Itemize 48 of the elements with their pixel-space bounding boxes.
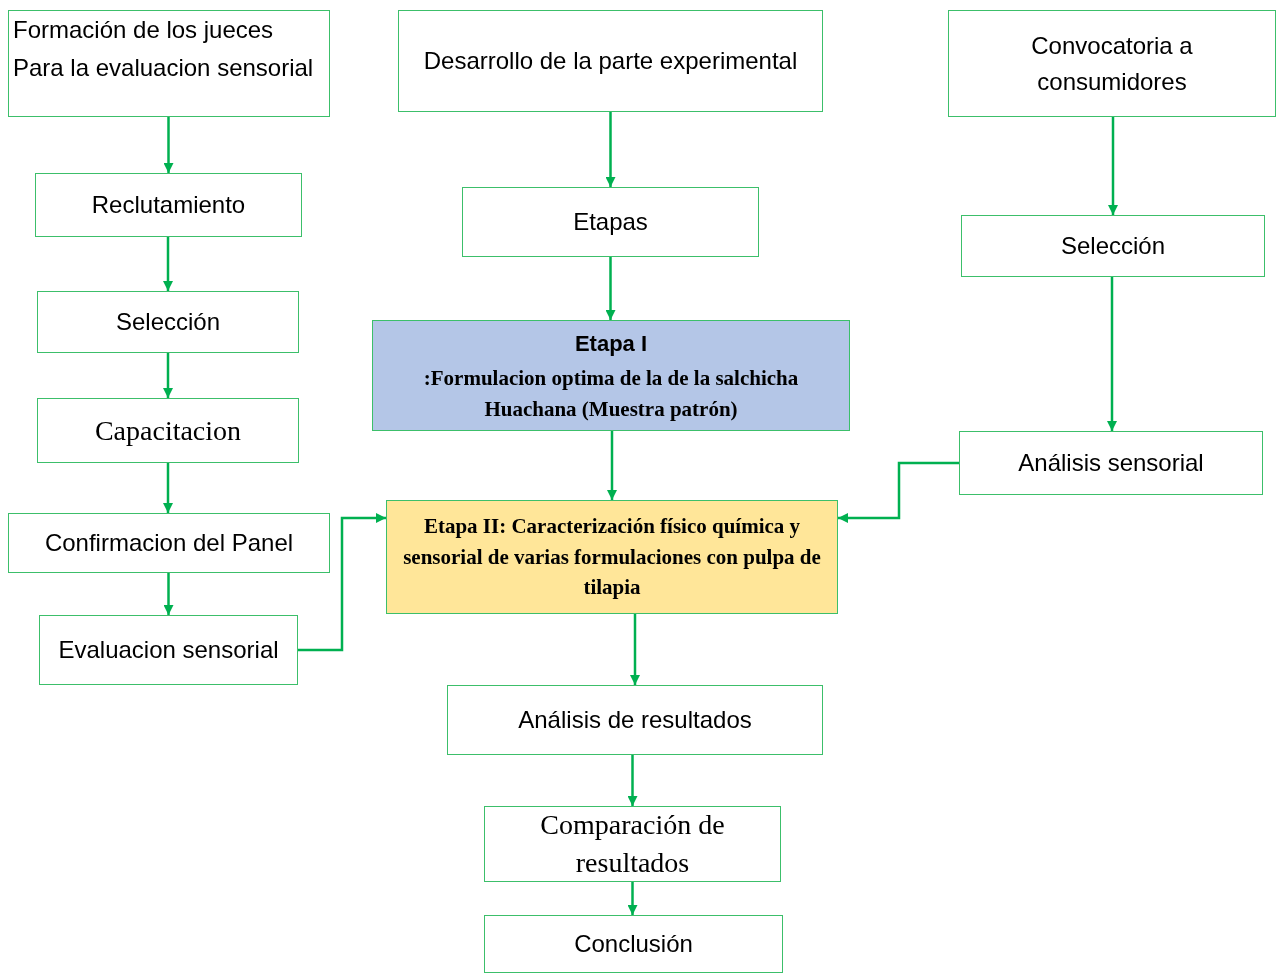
box-text: :Formulacion optima de la de la salchicha Huachana (Muestra patrón) <box>422 365 800 423</box>
arrow <box>605 257 616 320</box>
box-text: Desarrollo de la parte experimental <box>423 46 798 76</box>
arrow <box>627 882 638 915</box>
process-box <box>398 10 823 112</box>
box-text: Etapa II: Caracterización físico química y sensorial de varias formulaciones con pulpa de tilapia <box>402 513 822 602</box>
arrow <box>607 431 617 500</box>
process-box <box>37 291 299 353</box>
process-box <box>948 10 1276 117</box>
process-box <box>447 685 823 755</box>
arrow <box>298 513 386 652</box>
box-text: Reclutamiento <box>91 190 246 220</box>
box-text: Evaluacion sensorial <box>58 635 279 665</box>
box-text: Conclusión <box>574 929 693 959</box>
arrow <box>1107 277 1117 431</box>
process-box <box>37 398 299 463</box>
arrow <box>163 353 173 398</box>
process-box <box>8 513 330 573</box>
box-text: Confirmacion del Panel <box>44 528 294 558</box>
stage-label: Etapa I <box>574 329 648 358</box>
process-box <box>8 10 330 117</box>
stage-box <box>386 500 838 614</box>
arrow <box>630 614 640 685</box>
arrow <box>605 112 616 187</box>
arrow <box>838 461 959 523</box>
arrow <box>163 237 173 291</box>
process-box <box>484 806 781 882</box>
arrow <box>163 573 174 615</box>
arrow <box>627 755 638 806</box>
process-box <box>462 187 759 257</box>
box-text: Comparación de resultados <box>539 808 726 880</box>
arrow <box>163 463 173 513</box>
box-text: Análisis sensorial <box>1018 448 1204 478</box>
box-text: Selección <box>1060 231 1166 261</box>
arrow <box>1108 117 1118 215</box>
box-text: Formación de los jueces Para la evaluacion sensorial <box>13 15 315 84</box>
box-text: Etapas <box>573 207 648 237</box>
process-box <box>35 173 302 237</box>
process-box <box>961 215 1265 277</box>
stage-box <box>372 320 850 431</box>
box-text: Análisis de resultados <box>518 705 752 735</box>
process-box <box>959 431 1263 495</box>
process-box <box>484 915 783 973</box>
box-text: Convocatoria a consumidores <box>1030 30 1194 97</box>
arrow <box>163 117 174 173</box>
box-text: Selección <box>115 307 221 337</box>
box-text: Capacitacion <box>94 413 242 448</box>
process-box <box>39 615 298 685</box>
